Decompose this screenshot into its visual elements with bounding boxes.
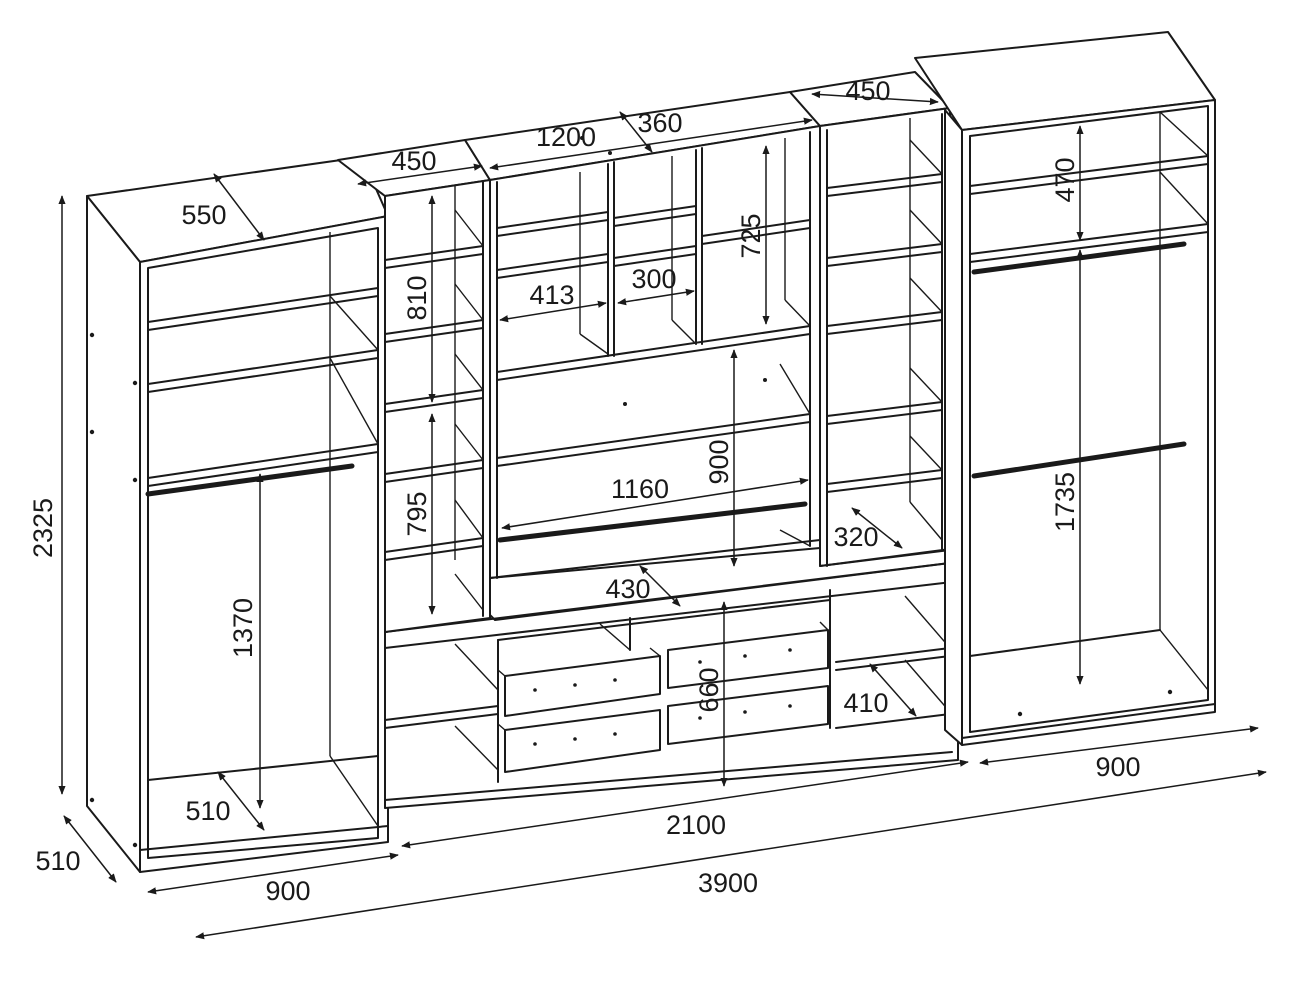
label-center-span: 1200: [536, 122, 596, 152]
dim-line-tv-width: [501, 477, 809, 531]
dim-line-center-niche-left: [499, 300, 607, 323]
label-total-height: 2325: [28, 498, 58, 558]
label-right-base-shelf: 410: [843, 688, 888, 718]
label-left-width: 900: [265, 876, 310, 906]
dim-line-middle-width: [401, 759, 969, 849]
dim-line-right-tower-depth: [811, 90, 939, 106]
dim-line-center-niche-mid: [617, 288, 695, 306]
label-tv-width: 1160: [611, 474, 669, 504]
label-left-depth: 550: [181, 200, 226, 230]
label-right-hang-height: 1735: [1050, 472, 1080, 532]
dim-line-right-tower-shelf: [851, 507, 903, 549]
label-right-width: 900: [1095, 752, 1140, 782]
label-drawer-height: 660: [694, 667, 724, 712]
dim-line-right-base-shelf: [869, 663, 917, 717]
dim-line-base-depth: [639, 565, 681, 607]
label-left-inner-depth: 510: [185, 796, 230, 826]
dim-line-left-inner-depth: [217, 771, 265, 831]
label-base-depth: 430: [605, 574, 650, 604]
right-shelf-tower: [789, 71, 959, 567]
label-left-hang-height: 1370: [228, 598, 258, 658]
label-center-niche-depth: 360: [637, 108, 682, 138]
label-right-tower-shelf: 320: [833, 522, 878, 552]
label-tall-tower-depth: 450: [391, 146, 436, 176]
right-wardrobe: [914, 31, 1216, 746]
label-right-tower-depth: 450: [845, 76, 890, 106]
label-center-niche-height: 725: [736, 213, 766, 258]
label-tall-shelf-upper: 810: [402, 275, 432, 320]
dim-line-tall-tower-depth: [357, 163, 483, 187]
dim-line-total-width: [195, 769, 1267, 940]
dim-line-right-width: [979, 725, 1259, 766]
label-tv-height: 900: [704, 439, 734, 484]
left-wardrobe: [86, 156, 389, 873]
label-center-niche-mid: 300: [631, 264, 676, 294]
label-middle-width: 2100: [666, 810, 726, 840]
dim-line-left-depth: [213, 173, 265, 241]
dimension-labels: 2325 510 900 3900 2100 900 550 510 1370 …: [28, 76, 1141, 906]
label-right-top-shelf: 470: [1050, 157, 1080, 202]
label-total-width: 3900: [698, 868, 758, 898]
label-total-depth: 510: [35, 846, 80, 876]
label-tall-shelf-lower: 795: [402, 491, 432, 536]
dim-line-total-depth: [63, 815, 117, 883]
dim-line-center-niche-depth: [619, 111, 653, 153]
dimension-lines: [58, 90, 1267, 940]
label-center-niche-left: 413: [529, 280, 574, 310]
